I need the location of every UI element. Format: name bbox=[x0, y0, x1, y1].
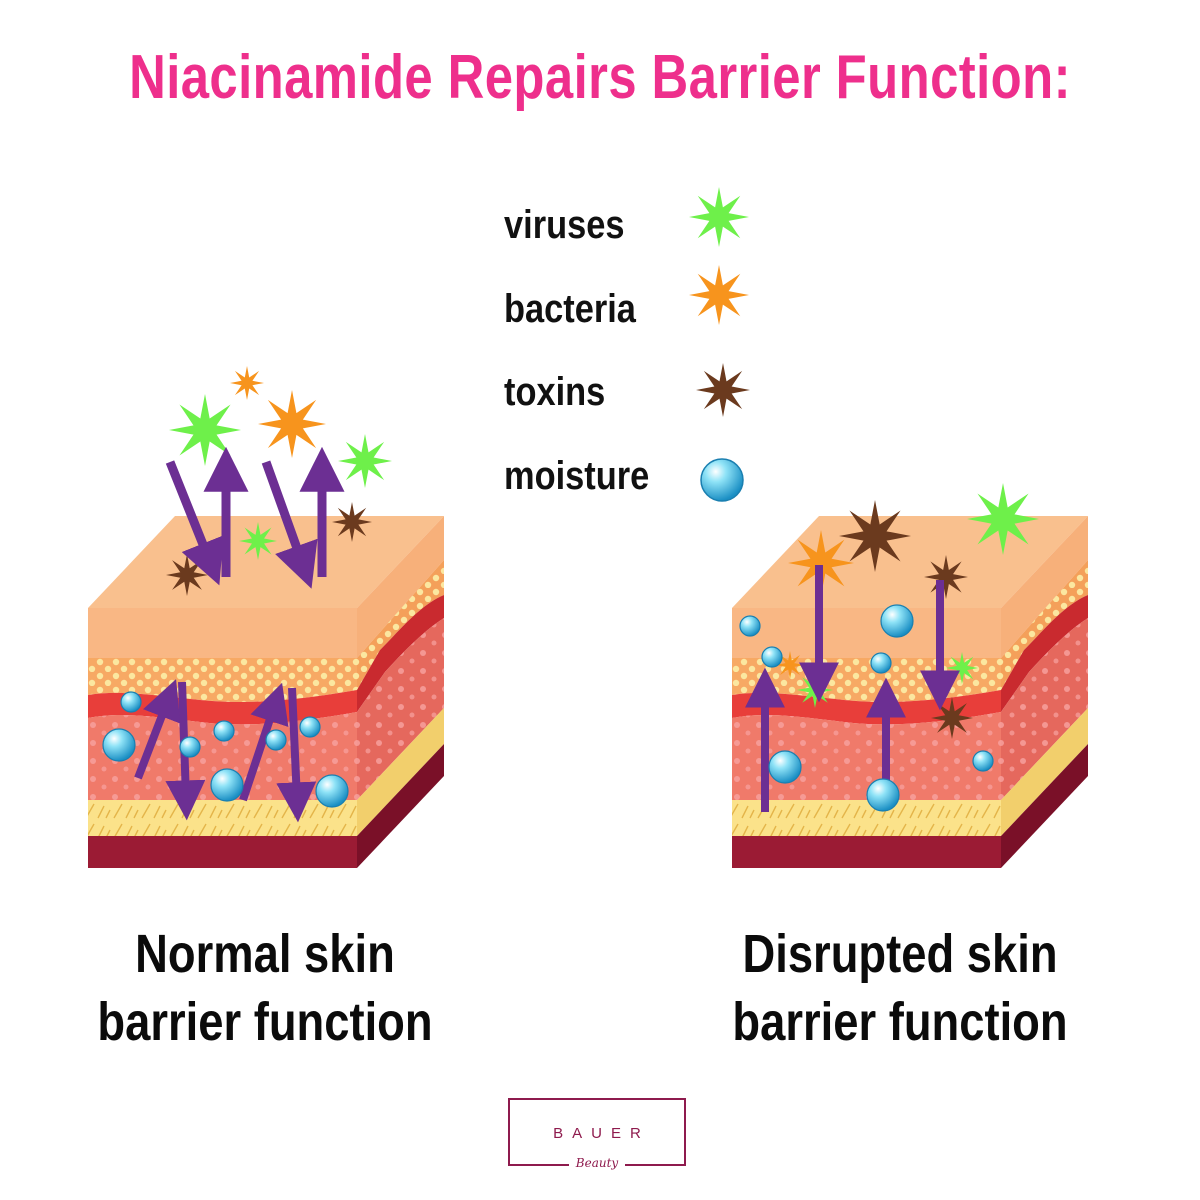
caption-disrupted: Disrupted skin barrier function bbox=[690, 920, 1110, 1056]
disrupted-skin-block bbox=[732, 516, 1088, 868]
caption-disrupted-line2: barrier function bbox=[732, 992, 1068, 1052]
caption-disrupted-line1: Disrupted skin bbox=[742, 924, 1058, 984]
caption-normal-line1: Normal skin bbox=[135, 924, 395, 984]
logo-wordmark: BAUER bbox=[553, 1125, 650, 1142]
logo-script: Beauty bbox=[569, 1156, 625, 1170]
caption-normal-line2: barrier function bbox=[97, 992, 433, 1052]
right-moisture-bubbles bbox=[739, 604, 994, 812]
normal-skin-block bbox=[88, 516, 444, 868]
caption-normal: Normal skin barrier function bbox=[55, 920, 475, 1056]
right-arrows bbox=[745, 565, 960, 812]
orange-star-icon bbox=[689, 265, 749, 325]
left-moisture-bubbles bbox=[102, 691, 349, 808]
brown-star-icon bbox=[696, 363, 750, 417]
legend-label-viruses: viruses bbox=[504, 203, 625, 247]
left-surface-arrows bbox=[165, 446, 345, 589]
page-title: Niacinamide Repairs Barrier Function: bbox=[129, 43, 1071, 112]
legend-label-bacteria: bacteria bbox=[504, 287, 636, 331]
water-droplet-icon bbox=[700, 458, 744, 502]
legend-label-toxins: toxins bbox=[504, 370, 606, 414]
green-star-icon bbox=[689, 187, 749, 247]
legend-label-moisture: moisture bbox=[504, 454, 650, 498]
